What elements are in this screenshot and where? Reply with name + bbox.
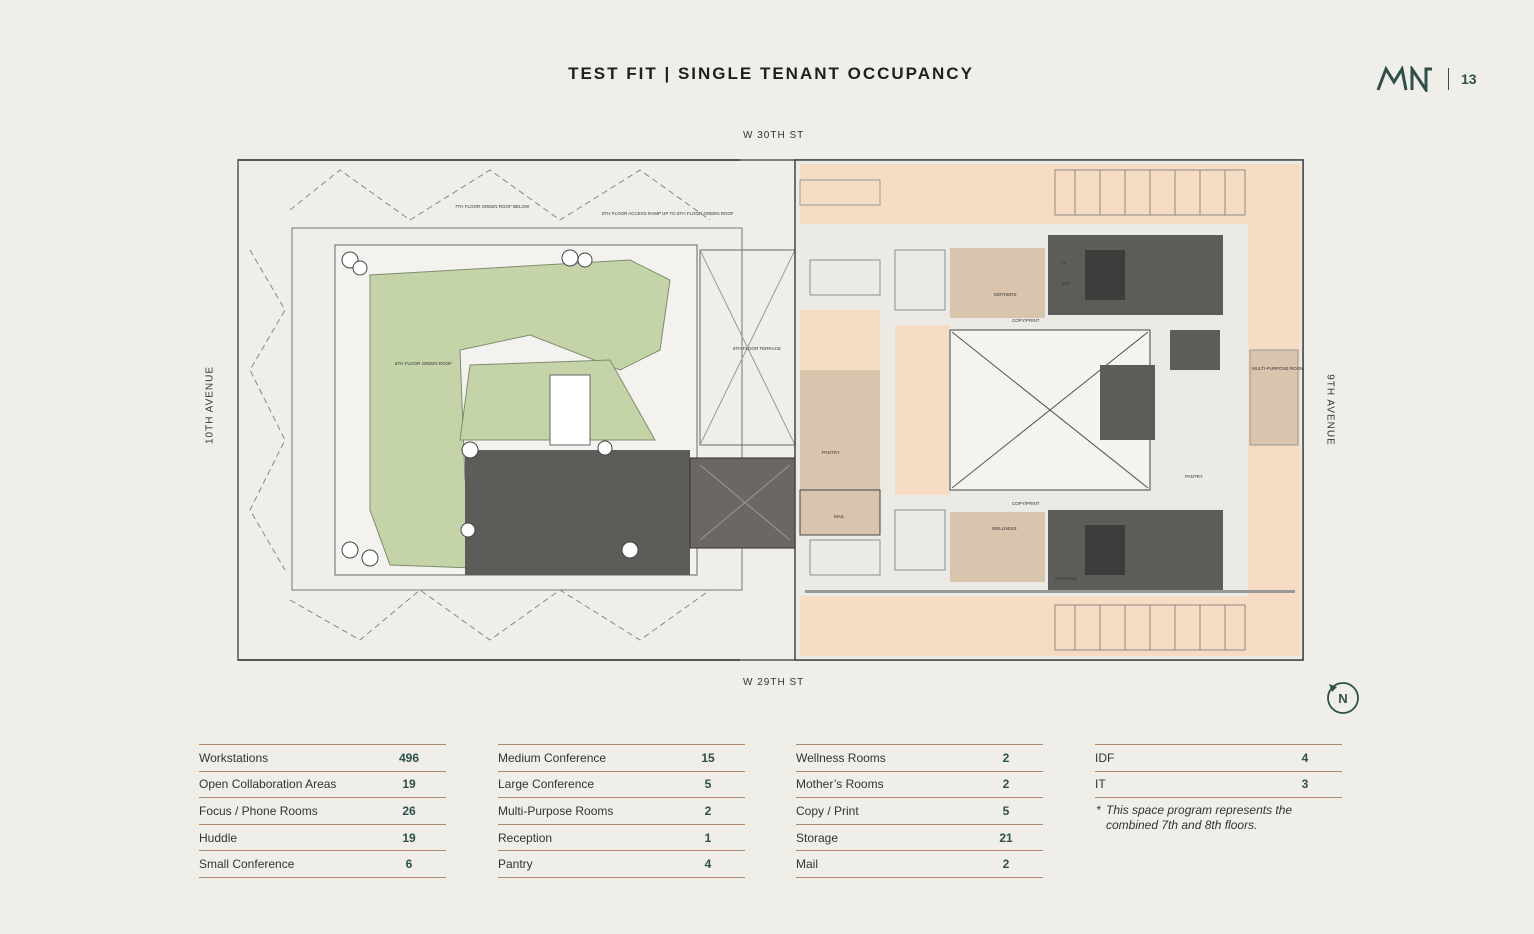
row-value: 19 [402, 830, 416, 845]
trees [341, 249, 639, 567]
street-label-left: 10TH AVENUE [204, 365, 216, 445]
program-table-3: Wellness Rooms 2 Mother’s Rooms 2 Copy / P… [796, 744, 1043, 878]
table-row: Medium Conference 15 [498, 744, 745, 771]
label-mothers: MOTHERS [994, 292, 1017, 297]
label-idf: IDF [1062, 281, 1070, 286]
table-row: Huddle 19 [199, 823, 446, 851]
footnote: * This space program represents the comb… [1096, 803, 1336, 833]
row-label: Large Conference [498, 777, 595, 792]
label-access-ramp: 8TH FLOOR ACCESS RAMP UP TO 8TH FLOOR GR… [602, 211, 734, 216]
table-row: Open Collaboration Areas 19 [199, 770, 446, 798]
row-label: IT [1095, 777, 1106, 792]
table-row: Large Conference 5 [498, 770, 745, 798]
row-label: Medium Conference [498, 750, 607, 765]
row-label: Storage [796, 830, 839, 845]
row-label: Multi-Purpose Rooms [498, 803, 614, 818]
table-row: Workstations 496 [199, 744, 446, 771]
footnote-symbol: * [1096, 803, 1101, 817]
label-pantry-right: PANTRY [1185, 474, 1203, 479]
row-label: Mail [796, 857, 819, 872]
table-row: Copy / Print 5 [796, 797, 1043, 824]
program-table-1: Workstations 496 Open Collaboration Areas… [199, 744, 446, 878]
row-value: 2 [1002, 777, 1010, 792]
row-label: Wellness Rooms [796, 750, 886, 765]
table-row: Pantry 4 [498, 850, 745, 878]
label-storage: STORAGE [1055, 576, 1077, 581]
row-value: 1 [704, 830, 712, 845]
page-number: 13 [1461, 71, 1477, 87]
table-row: Mother’s Rooms 2 [796, 770, 1043, 798]
floor-plan: 7TH FLOOR GREEN ROOF BELOW 8TH FLOOR ACC… [237, 159, 1304, 661]
row-value: 19 [402, 777, 416, 792]
label-wellness: WELLNESS [992, 526, 1017, 531]
street-label-right: 9TH AVENUE [1324, 374, 1336, 446]
table-row: Storage 21 [796, 823, 1043, 851]
row-value: 4 [1301, 750, 1309, 765]
row-label: Reception [498, 830, 553, 845]
row-value: 6 [405, 857, 413, 872]
street-label-bottom: W 29TH ST [743, 677, 805, 688]
table-row: Wellness Rooms 2 [796, 744, 1043, 771]
dark-roof-area [465, 450, 801, 575]
dashed-terrace-lines [249, 169, 711, 641]
row-label: Small Conference [199, 857, 295, 872]
row-value: 3 [1301, 777, 1309, 792]
row-value: 15 [701, 750, 715, 765]
table-row: Mail 2 [796, 850, 1043, 878]
label-mail: MAIL [834, 514, 845, 519]
row-label: Pantry [498, 857, 533, 872]
label-terrace: 8TH FLOOR TERRACE [733, 346, 781, 351]
row-value: 5 [1002, 803, 1010, 818]
program-table-4: IDF 4 IT 3 [1095, 744, 1342, 799]
program-table-2: Medium Conference 15 Large Conference 5 Mu… [498, 744, 745, 878]
brand-logo [1376, 66, 1432, 92]
row-label: Copy / Print [796, 803, 859, 818]
north-arrow-icon: N [1327, 682, 1359, 714]
row-value: 5 [704, 777, 712, 792]
street-label-top: W 30TH ST [743, 130, 805, 141]
label-copy-print-top: COPY/PRINT [1012, 318, 1040, 323]
label-pantry-center: PANTRY [822, 450, 840, 455]
row-label: IDF [1095, 750, 1115, 765]
table-row: Reception 1 [498, 823, 745, 851]
row-value: 26 [402, 803, 416, 818]
office-floor [794, 159, 1304, 661]
label-green-roof-below: 7TH FLOOR GREEN ROOF BELOW [455, 204, 530, 209]
table-row: Focus / Phone Rooms 26 [199, 797, 446, 824]
row-label: Open Collaboration Areas [199, 777, 337, 792]
footnote-text: This space program represents the combin… [1106, 803, 1293, 832]
row-value: 4 [704, 857, 712, 872]
row-label: Workstations [199, 750, 269, 765]
svg-text:N: N [1338, 691, 1347, 706]
row-value: 2 [1002, 857, 1010, 872]
table-row: Multi-Purpose Rooms 2 [498, 797, 745, 824]
table-row: Small Conference 6 [199, 850, 446, 878]
row-value: 496 [398, 750, 420, 765]
label-copy-print-bottom: COPY/PRINT [1012, 501, 1040, 506]
row-label: Focus / Phone Rooms [199, 803, 318, 818]
label-green-roof: 8TH FLOOR GREEN ROOF [395, 361, 452, 366]
row-value: 21 [999, 830, 1013, 845]
label-multi-purpose: MULTI-PURPOSE ROOM [1252, 366, 1304, 371]
brand-separator [1448, 68, 1449, 90]
label-it: IT [1062, 261, 1066, 266]
page-title: TEST FIT | SINGLE TENANT OCCUPANCY [568, 64, 974, 83]
table-row: IDF 4 [1095, 744, 1342, 771]
table-row: IT 3 [1095, 770, 1342, 799]
plan-labels: 7TH FLOOR GREEN ROOF BELOW 8TH FLOOR ACC… [395, 204, 1304, 581]
row-value: 2 [704, 803, 712, 818]
workstation-pattern [809, 169, 1246, 651]
brand-header: 13 [1376, 66, 1477, 92]
row-label: Mother’s Rooms [796, 777, 884, 792]
row-label: Huddle [199, 830, 238, 845]
row-value: 2 [1002, 750, 1010, 765]
